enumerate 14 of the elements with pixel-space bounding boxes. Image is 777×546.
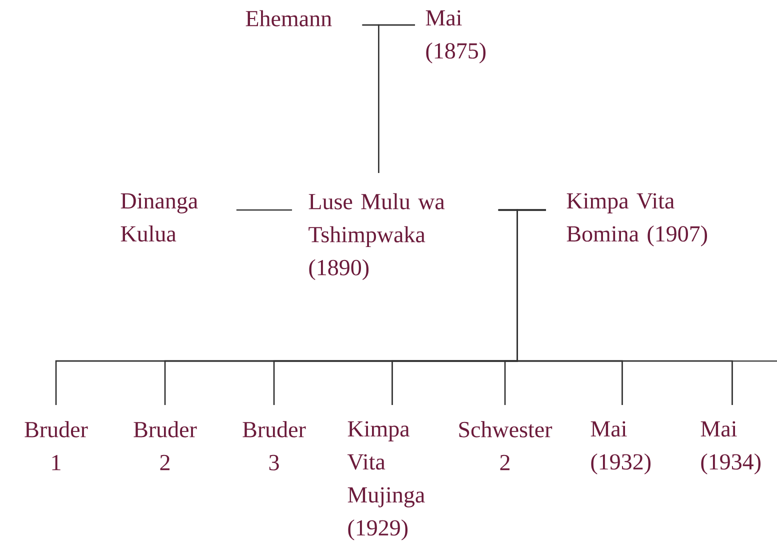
- person-name: Ehemann: [246, 10, 332, 26]
- person-name: Dinanga Kulua: [120, 193, 198, 242]
- person-name: Mai (1875): [426, 10, 486, 64]
- person-name: Bruder 2: [134, 421, 197, 470]
- person-name: Bruder 3: [242, 421, 306, 470]
- person-name: Mai (1932): [590, 421, 650, 474]
- person-name: Schwester 2: [459, 421, 552, 470]
- person-name: Luse Mulu wa Tshimpwaka (1890): [308, 193, 445, 280]
- person-name: Bruder 1: [24, 421, 88, 470]
- descent-line: [378, 24, 415, 173]
- couple-line: [236, 209, 292, 211]
- person-name: Kimpa Vita Bomina (1907): [566, 193, 707, 246]
- person-name: Mai (1934): [700, 421, 760, 474]
- person-name: Kimpa Vita Mujinga (1929): [347, 421, 425, 540]
